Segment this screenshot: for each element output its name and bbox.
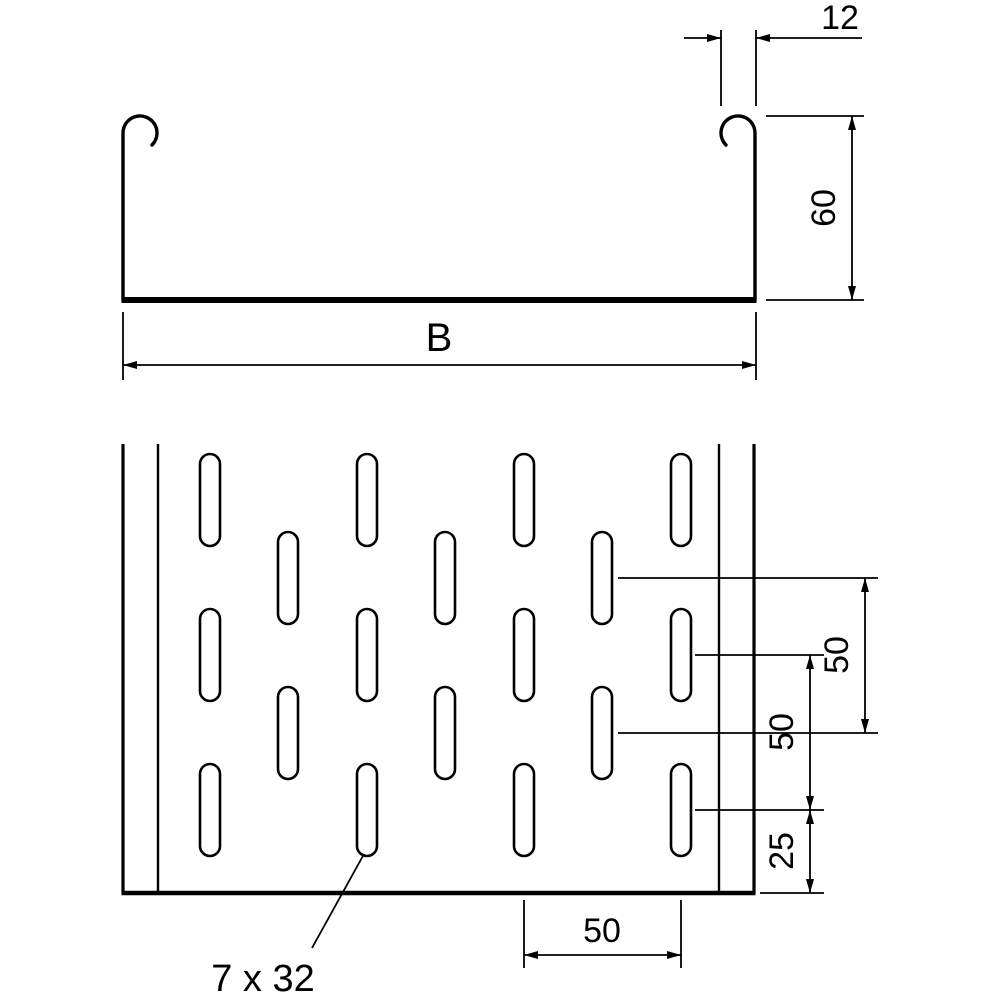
slot-hole xyxy=(198,452,222,548)
dim-label-end-distance: 25 xyxy=(763,832,801,870)
slot-hole xyxy=(512,452,536,548)
arrowhead-right-icon xyxy=(742,361,756,369)
arrowhead-right-icon xyxy=(667,951,681,959)
arrowhead-left-icon xyxy=(524,951,538,959)
slot-hole xyxy=(276,530,300,626)
arrowhead-left-icon xyxy=(123,361,137,369)
cross-section-view xyxy=(121,114,757,303)
arrowhead-down-icon xyxy=(806,796,814,810)
dimension-column-pitch: 50 xyxy=(523,900,682,968)
arrowhead-right-icon xyxy=(707,34,721,42)
dim-label-flange-width: 12 xyxy=(821,0,859,37)
slot-hole xyxy=(276,685,300,781)
dimension-side-height: 60 xyxy=(766,115,864,301)
slot-size-label: 7 x 32 xyxy=(211,958,315,1000)
tray-profile-right-wall-with-curl xyxy=(719,114,757,302)
slot-hole xyxy=(433,530,457,626)
arrowhead-up-icon xyxy=(861,578,869,592)
slot-hole xyxy=(198,762,222,858)
dim-label-row-pitch: 50 xyxy=(763,713,801,751)
dimension-end-distance: 25 xyxy=(760,810,824,894)
slot-hole xyxy=(512,607,536,703)
arrowhead-up-icon xyxy=(806,655,814,669)
slot-hole xyxy=(512,762,536,858)
arrowhead-up-icon xyxy=(806,810,814,824)
slot-hole xyxy=(355,452,379,548)
slot-hole xyxy=(669,762,693,858)
slot-hole xyxy=(433,685,457,781)
slot-hole xyxy=(669,452,693,548)
dimension-row-pitch-staggered: 50 xyxy=(618,577,878,734)
slot-hole xyxy=(590,530,614,626)
slot-size-callout: 7 x 32 xyxy=(211,853,365,1000)
dim-label-overall-width: B xyxy=(426,316,453,360)
plan-view xyxy=(121,444,756,896)
arrowhead-down-icon xyxy=(806,879,814,893)
slot-hole xyxy=(355,762,379,858)
slot-hole xyxy=(198,607,222,703)
arrowhead-up-icon xyxy=(848,116,856,130)
tray-profile-left-wall-with-curl xyxy=(121,114,159,302)
arrowhead-down-icon xyxy=(848,286,856,300)
slot-holes xyxy=(198,452,693,858)
arrowhead-left-icon xyxy=(756,34,770,42)
slot-hole xyxy=(590,685,614,781)
dim-label-column-pitch: 50 xyxy=(583,912,621,950)
dim-label-row-pitch-staggered: 50 xyxy=(818,636,856,674)
dimension-overall-width: B xyxy=(122,312,757,380)
slot-hole xyxy=(355,607,379,703)
dim-label-side-height: 60 xyxy=(805,189,843,227)
dimension-flange-width: 12 xyxy=(684,0,862,106)
slot-hole xyxy=(669,607,693,703)
leader-line xyxy=(311,853,365,949)
dimension-row-pitch: 50 xyxy=(695,654,824,811)
arrowhead-down-icon xyxy=(861,719,869,733)
